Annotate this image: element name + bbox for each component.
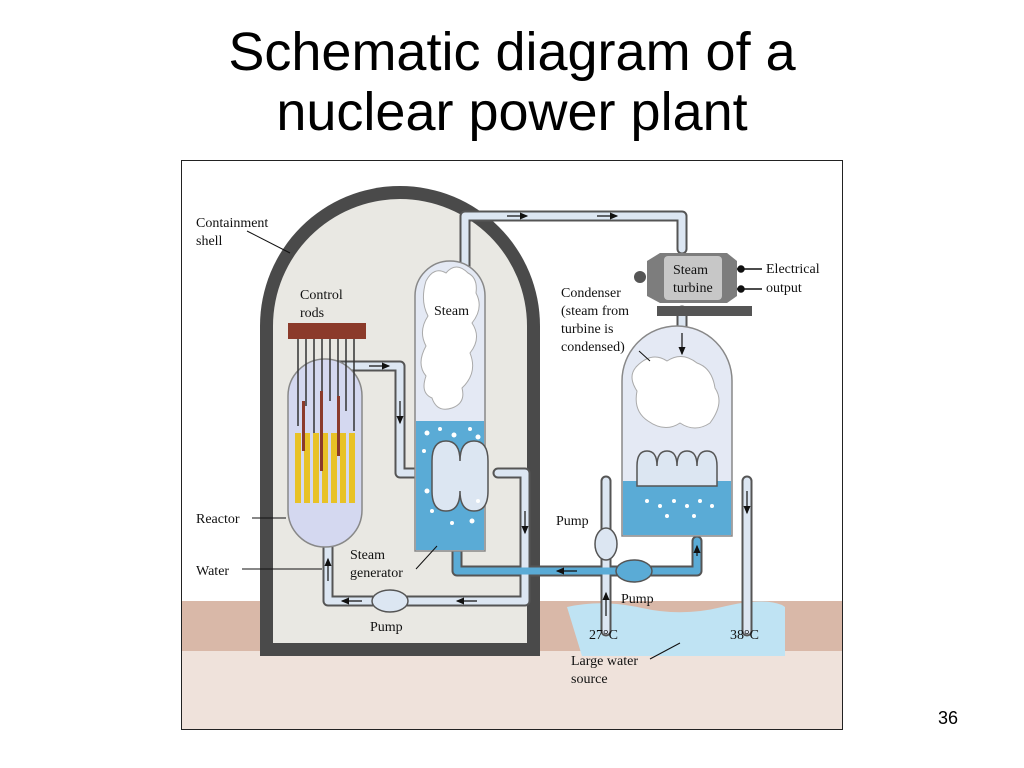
title-line-2: nuclear power plant — [276, 82, 748, 142]
pump-main-icon — [371, 589, 409, 613]
label-water-source-1: Large water — [571, 654, 638, 669]
label-condenser-1: Condenser — [561, 286, 621, 301]
label-pump-condenser-left: Pump — [556, 514, 589, 529]
ground-fade — [182, 651, 842, 729]
label-containment-shell-1: Containment — [196, 216, 268, 231]
label-steam-turbine-1: Steam — [673, 263, 708, 278]
pump-condenser-left-icon — [594, 527, 618, 561]
pump-condenser-bottom-icon — [615, 559, 653, 583]
label-containment-shell-2: shell — [196, 234, 223, 249]
label-condenser-3: turbine is — [561, 322, 614, 337]
label-condenser-2: (steam from — [561, 304, 629, 319]
flow-arrows — [324, 212, 751, 616]
condenser — [621, 325, 733, 537]
label-temp-out: 38°C — [730, 628, 759, 643]
electrical-output-leads — [737, 265, 762, 293]
steam-generator — [414, 260, 489, 552]
label-control-rods-2: rods — [300, 306, 324, 321]
large-water-source — [567, 601, 785, 656]
label-temp-in: 27°C — [589, 628, 618, 643]
label-electrical-output-2: output — [766, 281, 802, 296]
label-steam-generator-2: generator — [350, 566, 403, 581]
label-control-rods-1: Control — [300, 288, 343, 303]
title-line-1: Schematic diagram of a — [228, 22, 796, 82]
slide-title: Schematic diagram of a nuclear power pla… — [0, 22, 1024, 142]
label-reactor: Reactor — [196, 512, 240, 527]
label-pump-main: Pump — [370, 620, 403, 635]
label-steam: Steam — [434, 304, 469, 319]
schematic-figure: Containment shell Control rods Steam Ste… — [181, 160, 843, 730]
label-steam-turbine-2: turbine — [673, 281, 713, 296]
label-water: Water — [196, 564, 229, 579]
label-condenser-4: condensed) — [561, 340, 625, 355]
schematic-diagram: Containment shell Control rods Steam Ste… — [182, 186, 842, 729]
label-steam-generator-1: Steam — [350, 548, 385, 563]
steam-turbine — [634, 253, 752, 316]
label-water-source-2: source — [571, 672, 608, 687]
leader-lines — [242, 230, 681, 660]
reactor-vessel — [287, 323, 366, 548]
label-pump-condenser-bottom: Pump — [621, 592, 654, 607]
page-number: 36 — [938, 708, 959, 728]
label-electrical-output-1: Electrical — [766, 262, 820, 277]
